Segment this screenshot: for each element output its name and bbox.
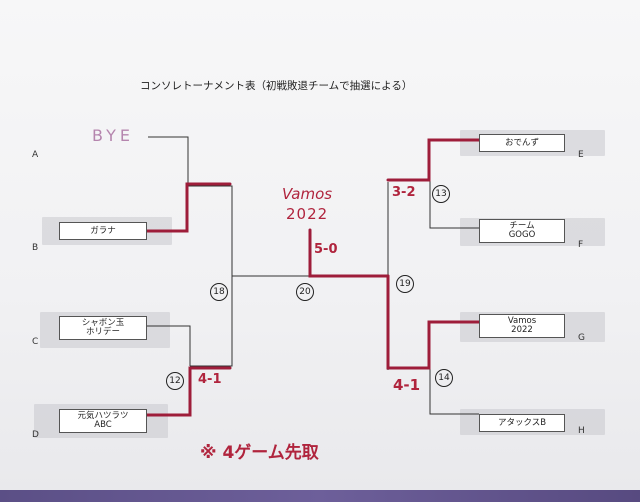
team-name-c: シャボン玉 ホリデー <box>81 318 125 337</box>
team-box-f: チーム GOGO <box>479 219 565 243</box>
match-number-18: 18 <box>210 283 228 301</box>
bracket-lines <box>145 136 481 417</box>
match-number-12: 12 <box>166 372 184 390</box>
score-match-14: 4-1 <box>393 376 421 394</box>
slot-letter-d: D <box>32 430 39 440</box>
team-box-e: おでんず <box>479 134 565 152</box>
team-box-d: 元気ハツラツ ABC <box>59 409 147 433</box>
winner-line-e <box>386 138 481 182</box>
winner-line-g <box>386 274 481 370</box>
line-c <box>147 325 191 366</box>
winner-line-b <box>145 182 232 233</box>
team-name-h: アタックスB <box>497 417 547 428</box>
line-h <box>429 368 479 415</box>
match-number-19: 19 <box>396 275 414 293</box>
slot-letter-h: H <box>578 426 585 436</box>
line-cd-to-18 <box>190 276 233 367</box>
winner-line-final <box>308 228 390 278</box>
slot-letter-e: E <box>578 150 584 160</box>
bracket-black-lines <box>147 136 479 415</box>
team-name-e: おでんず <box>504 137 539 148</box>
winner-line-d <box>145 366 232 417</box>
team-box-h: アタックスB <box>479 414 565 432</box>
score-match-12: 4-1 <box>198 372 222 387</box>
line-ab-to-18 <box>188 185 233 276</box>
bracket-winner-lines <box>145 138 481 417</box>
score-match-13: 3-2 <box>392 185 416 200</box>
slot-letter-f: F <box>578 240 584 250</box>
champion-name-line2: 2022 <box>286 205 329 223</box>
team-box-g: Vamos 2022 <box>479 314 565 338</box>
match-number-20: 20 <box>296 283 314 301</box>
match-number-13: 13 <box>432 185 450 203</box>
rule-note: ※ 4ゲーム先取 <box>200 443 319 463</box>
team-name-b: ガラナ <box>90 225 116 236</box>
line-f <box>429 180 479 229</box>
team-box-c: シャボン玉 ホリデー <box>59 316 147 340</box>
bye-handwriting: BYE <box>92 126 134 145</box>
line-a <box>148 136 189 186</box>
team-name-g: Vamos 2022 <box>507 316 537 335</box>
bracket-title: コンソレトーナメント表（初戦敗退チームで抽選による） <box>140 80 413 92</box>
team-box-b: ガラナ <box>59 222 147 240</box>
table-surface <box>0 490 640 502</box>
slot-letter-b: B <box>32 243 39 253</box>
team-name-d: 元気ハツラツ ABC <box>77 411 129 430</box>
champion-name-line1: Vamos <box>282 185 333 203</box>
slot-letter-c: C <box>32 337 39 347</box>
slot-letter-a: A <box>32 150 39 160</box>
match-number-14: 14 <box>435 369 453 387</box>
slot-letter-g: G <box>578 333 585 343</box>
team-name-f: チーム GOGO <box>508 221 536 240</box>
final-score: 5-0 <box>314 242 338 257</box>
